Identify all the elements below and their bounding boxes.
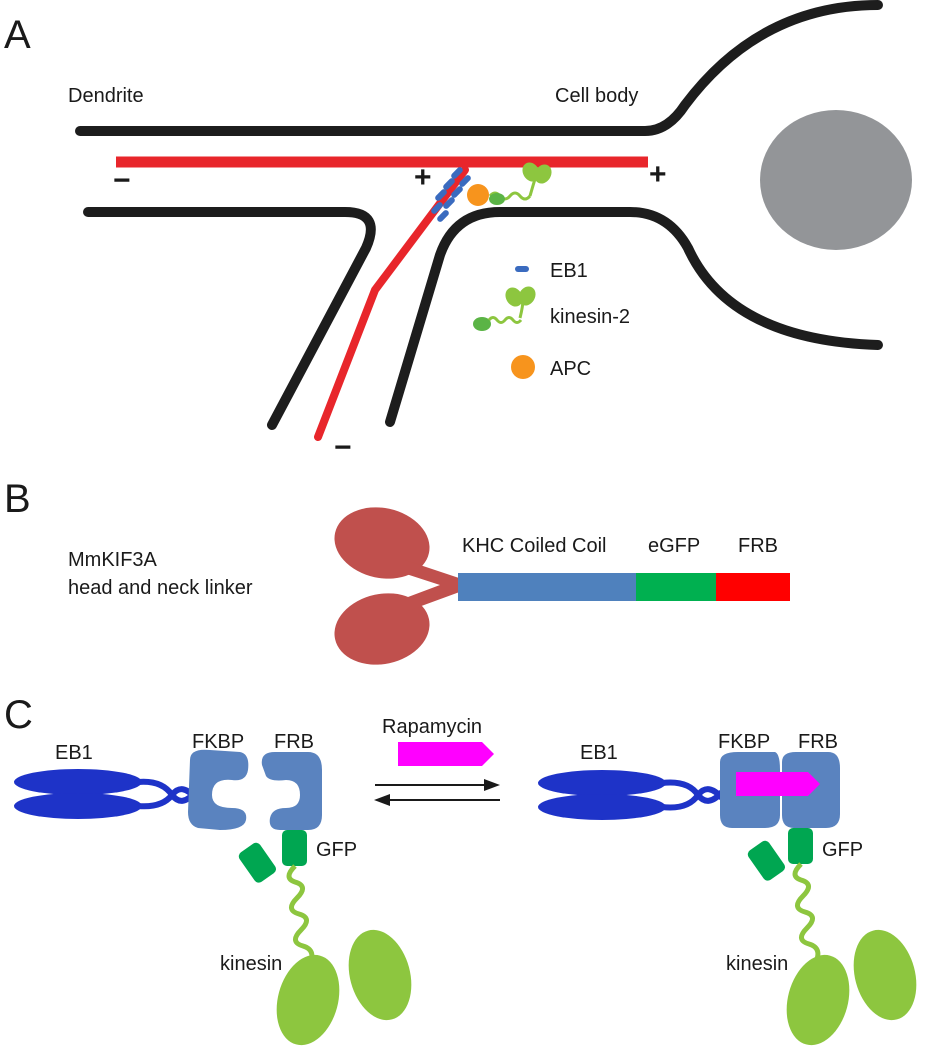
- plus-sign-branch: +: [414, 161, 432, 194]
- legend-apc-label: APC: [550, 358, 591, 380]
- kinesin-icon: [473, 286, 536, 331]
- kinesin-label-right: kinesin: [726, 953, 788, 975]
- panel-c: C Rapamycin EB1 FKBP FRB: [4, 693, 917, 1046]
- panel-a: A Dendrite Cell body: [4, 0, 912, 464]
- fkbp-label-right: FKBP: [718, 731, 770, 753]
- upper-membrane: [75, 0, 883, 136]
- apc-dot: [467, 184, 489, 206]
- fkbp-label-left: FKBP: [192, 731, 244, 753]
- frb-label-left: FRB: [274, 731, 314, 753]
- kif3a-heads: [334, 507, 465, 665]
- kinesin-head-left-1: [276, 954, 340, 1046]
- panel-a-letter: A: [4, 13, 31, 57]
- egfp-label: eGFP: [648, 535, 700, 557]
- legend-kinesin-label: kinesin-2: [550, 306, 630, 328]
- rapamycin-bound-icon: [736, 772, 820, 796]
- eb1-dimer-left: [14, 769, 198, 819]
- eb1-label-left: EB1: [55, 742, 93, 764]
- lower-right-membrane: [385, 207, 883, 427]
- eb1-dash-icon: [515, 266, 529, 272]
- frb-label-right: FRB: [798, 731, 838, 753]
- kinesin-head-left-2: [348, 929, 412, 1021]
- nucleus: [760, 110, 912, 250]
- panel-b: B MmKIF3A head and neck linker KHC Coile…: [4, 477, 790, 665]
- eb1-dimer-right: [538, 770, 725, 820]
- dendrite-label: Dendrite: [68, 85, 144, 107]
- complex-bound: EB1 FKBP FRB GFP kinesin: [538, 731, 917, 1046]
- panel-c-letter: C: [4, 693, 33, 737]
- complex-unbound: EB1 FKBP FRB GFP kinesin: [14, 731, 412, 1046]
- panel-b-letter: B: [4, 477, 31, 521]
- lower-left-membrane: [83, 207, 376, 430]
- gfp-label-right: GFP: [822, 839, 863, 861]
- khc-coiled-coil-label: KHC Coiled Coil: [462, 535, 607, 557]
- kinesin-stalk-left: [286, 864, 315, 968]
- minus-sign-left: −: [113, 164, 131, 197]
- construct-name-line2: head and neck linker: [68, 577, 253, 599]
- egfp-segment: [636, 573, 716, 601]
- kinesin-2-motor: [488, 162, 552, 205]
- gfp-right: [747, 828, 813, 881]
- construct-name-line1: MmKIF3A: [68, 549, 158, 571]
- equilibrium-arrows: [374, 779, 500, 806]
- khc-coiled-coil-segment: [458, 573, 636, 601]
- gfp-label-left: GFP: [316, 839, 357, 861]
- apc-dot-icon: [511, 355, 535, 379]
- frb-left: [261, 752, 322, 830]
- kinesin-head-right-2: [853, 929, 917, 1021]
- eb1-cluster: [431, 167, 471, 222]
- frb-segment: [716, 573, 790, 601]
- legend-eb1-label: EB1: [550, 260, 588, 282]
- cell-body-label: Cell body: [555, 85, 638, 107]
- gfp-left: [238, 830, 307, 883]
- fkbp-left: [188, 749, 249, 830]
- legend: EB1 kinesin-2 APC: [473, 260, 630, 380]
- rapamycin-label: Rapamycin: [382, 716, 482, 738]
- minus-sign-bottom: −: [334, 431, 352, 464]
- kinesin-label-left: kinesin: [220, 953, 282, 975]
- frb-label: FRB: [738, 535, 778, 557]
- plus-sign-right: +: [649, 158, 667, 191]
- rapamycin-icon: [398, 742, 494, 766]
- eb1-label-right: EB1: [580, 742, 618, 764]
- kinesin-head-right-1: [786, 954, 850, 1046]
- kinesin-stalk-right: [792, 862, 821, 966]
